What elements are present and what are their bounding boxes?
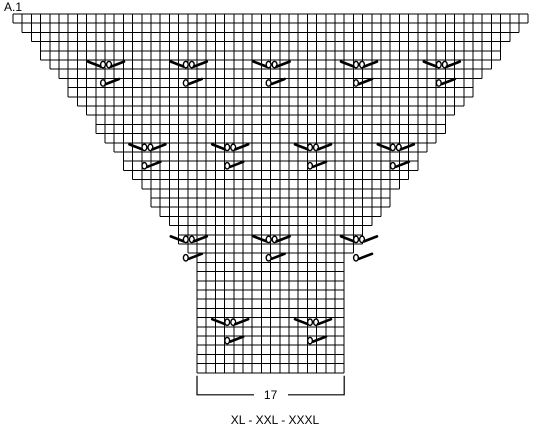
chart-title: A.1 [4, 0, 23, 14]
cable-motif-symbol [339, 60, 379, 87]
cable-motif-symbol [293, 143, 333, 170]
stitch-symbols [86, 60, 462, 345]
cable-motif-symbol [86, 60, 126, 87]
cable-motif-symbol [376, 143, 416, 170]
cable-motif-symbol [339, 235, 379, 262]
stitch-count-label: 17 [253, 387, 288, 402]
cable-motif-symbol [293, 317, 333, 345]
size-caption: XL - XXL - XXXL [230, 413, 320, 427]
cable-motif-symbol [210, 143, 250, 170]
cable-motif-symbol [169, 235, 209, 262]
cable-motif-symbol [169, 60, 209, 87]
cable-motif-symbol [422, 60, 462, 87]
cable-motif-symbol [128, 143, 167, 170]
chart-grid [12, 13, 529, 374]
grid-lines [12, 13, 529, 374]
cable-motif-symbol [252, 235, 291, 262]
cable-motif-symbol [252, 60, 291, 87]
cable-motif-symbol [210, 317, 250, 345]
